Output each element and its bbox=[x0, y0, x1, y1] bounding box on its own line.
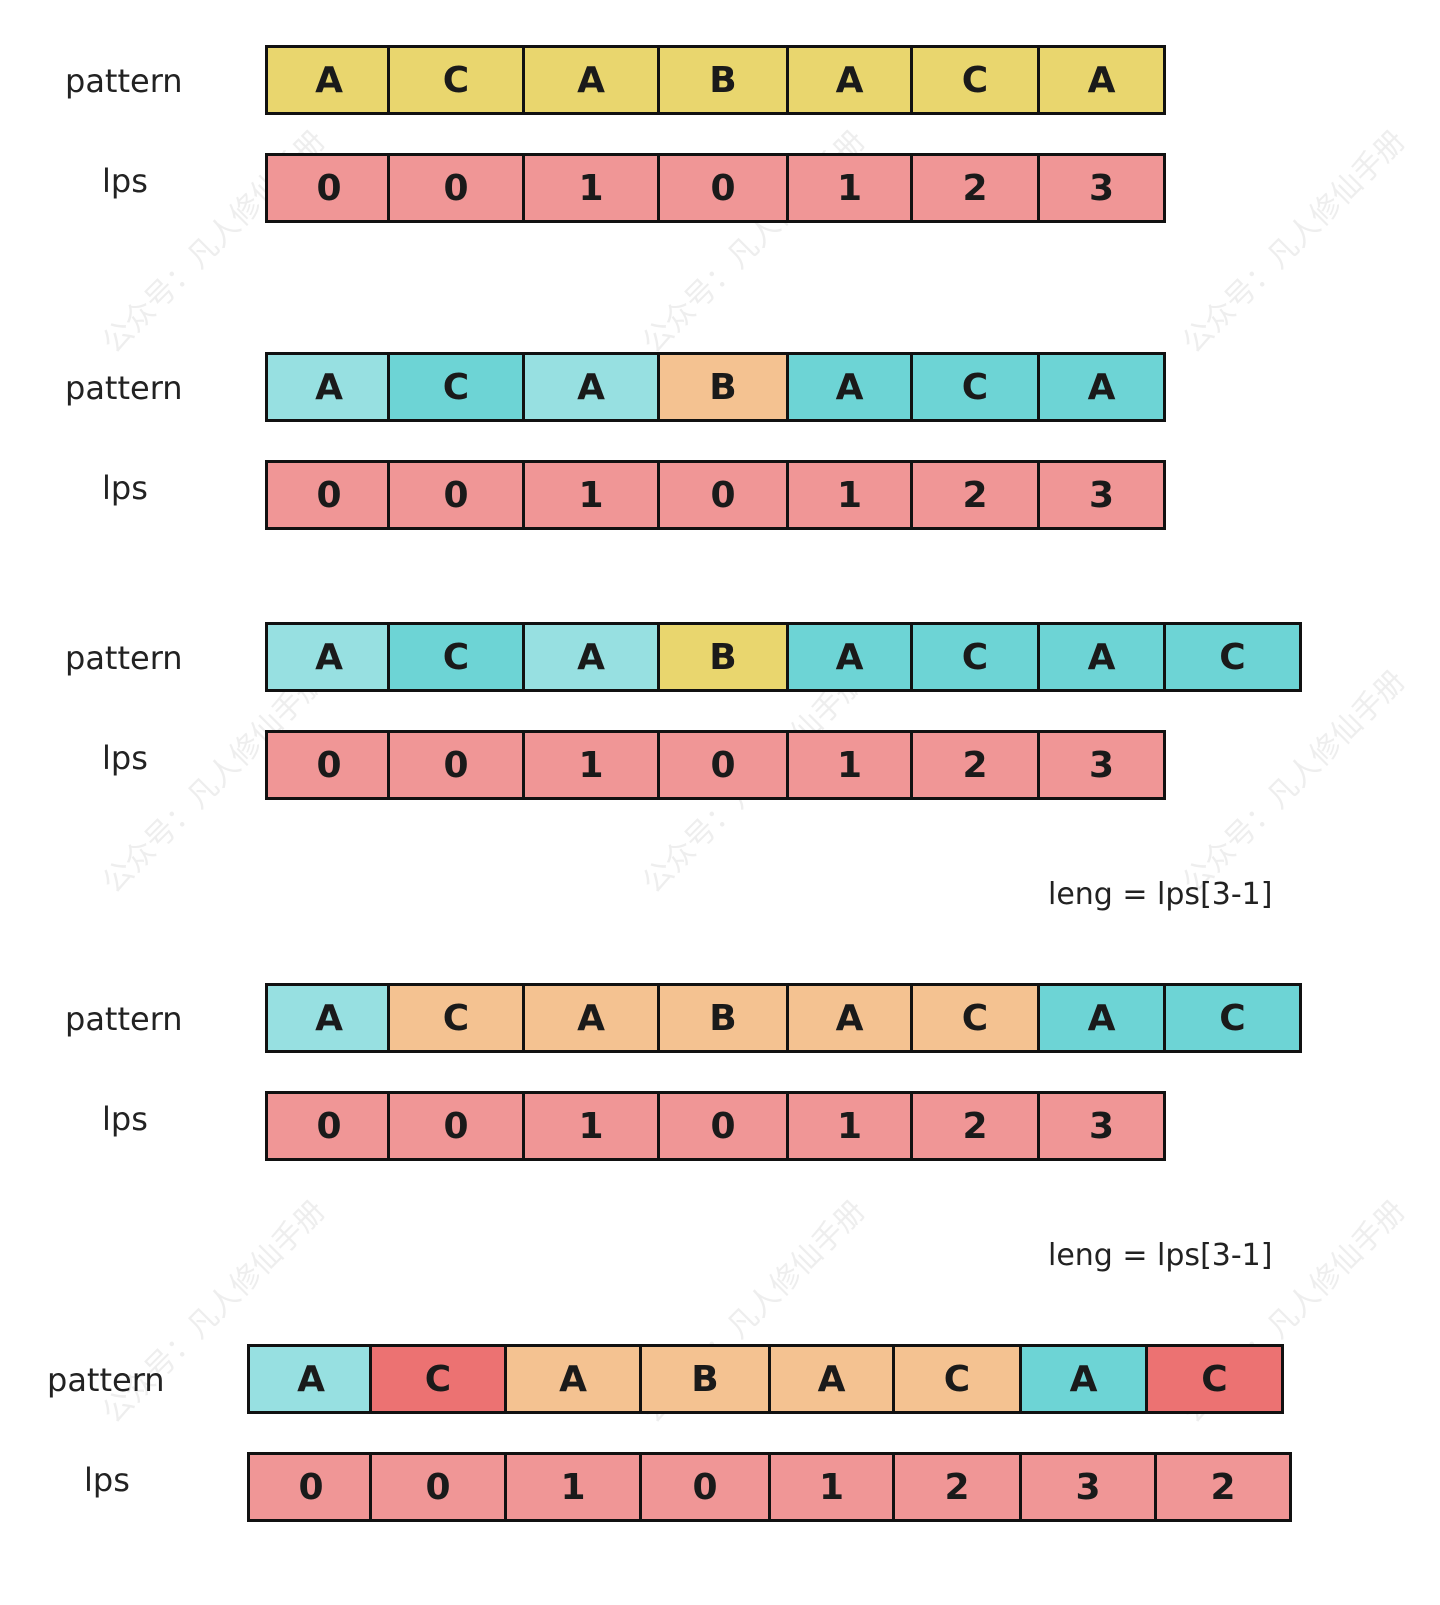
pattern-row-cell: A bbox=[522, 983, 660, 1053]
leng-annotation: leng = lps[3-1] bbox=[1048, 877, 1273, 912]
pattern-label: pattern bbox=[47, 1361, 165, 1399]
lps-row-cell: 1 bbox=[522, 153, 660, 223]
pattern-row-cell: C bbox=[369, 1344, 507, 1414]
pattern-row-cell: A bbox=[522, 45, 660, 115]
pattern-row-cell: C bbox=[387, 45, 525, 115]
lps-row-cell: 0 bbox=[657, 153, 789, 223]
lps-row-cell: 2 bbox=[910, 153, 1040, 223]
lps-row-cell: 1 bbox=[786, 460, 913, 530]
lps-row-cell: 1 bbox=[522, 1091, 660, 1161]
lps-label: lps bbox=[102, 1100, 148, 1138]
lps-row-cell: 0 bbox=[387, 730, 525, 800]
lps-row-cell: 1 bbox=[768, 1452, 895, 1522]
lps-row-cell: 0 bbox=[387, 1091, 525, 1161]
pattern-row-cell: A bbox=[265, 983, 393, 1053]
pattern-row-cell: A bbox=[522, 352, 660, 422]
lps-row-cell: 1 bbox=[504, 1452, 642, 1522]
pattern-row-cell: A bbox=[1037, 622, 1166, 692]
lps-row-cell: 0 bbox=[265, 153, 393, 223]
pattern-row-cell: B bbox=[639, 1344, 771, 1414]
pattern-label: pattern bbox=[65, 639, 183, 677]
pattern-row-cell: B bbox=[657, 352, 789, 422]
pattern-row-cell: A bbox=[265, 45, 393, 115]
lps-row-cell: 2 bbox=[892, 1452, 1022, 1522]
pattern-row-cell: C bbox=[387, 983, 525, 1053]
lps-label: lps bbox=[102, 739, 148, 777]
pattern-row-cell: A bbox=[1037, 45, 1166, 115]
lps-label: lps bbox=[102, 162, 148, 200]
lps-row-cell: 0 bbox=[657, 460, 789, 530]
pattern-row-cell: A bbox=[1019, 1344, 1148, 1414]
pattern-row-cell: A bbox=[786, 45, 913, 115]
lps-row-cell: 3 bbox=[1019, 1452, 1157, 1522]
lps-row-cell: 3 bbox=[1037, 460, 1166, 530]
pattern-row-cell: A bbox=[504, 1344, 642, 1414]
pattern-row-cell: A bbox=[786, 352, 913, 422]
pattern-row-cell: B bbox=[657, 622, 789, 692]
pattern-row-cell: B bbox=[657, 45, 789, 115]
pattern-row-cell: A bbox=[265, 622, 393, 692]
lps-row-cell: 1 bbox=[786, 730, 913, 800]
pattern-row-cell: A bbox=[768, 1344, 895, 1414]
pattern-row-cell: C bbox=[910, 352, 1040, 422]
pattern-row-cell: A bbox=[786, 983, 913, 1053]
lps-row-cell: 3 bbox=[1037, 1091, 1166, 1161]
lps-row-cell: 0 bbox=[387, 153, 525, 223]
pattern-row-cell: A bbox=[265, 352, 393, 422]
pattern-row-cell: A bbox=[786, 622, 913, 692]
lps-row-cell: 1 bbox=[786, 153, 913, 223]
lps-row-cell: 3 bbox=[1037, 153, 1166, 223]
pattern-row-cell: C bbox=[892, 1344, 1022, 1414]
pattern-label: pattern bbox=[65, 1000, 183, 1038]
lps-row-cell: 2 bbox=[1154, 1452, 1292, 1522]
lps-row-cell: 0 bbox=[639, 1452, 771, 1522]
pattern-label: pattern bbox=[65, 62, 183, 100]
lps-row-cell: 1 bbox=[522, 460, 660, 530]
pattern-row-cell: C bbox=[1163, 983, 1302, 1053]
lps-label: lps bbox=[102, 469, 148, 507]
lps-row-cell: 0 bbox=[387, 460, 525, 530]
pattern-row-cell: A bbox=[522, 622, 660, 692]
leng-annotation: leng = lps[3-1] bbox=[1048, 1238, 1273, 1273]
watermark-text: 公众号：凡人修仙手册 bbox=[1175, 123, 1413, 361]
pattern-row-cell: C bbox=[910, 983, 1040, 1053]
lps-row-cell: 0 bbox=[657, 1091, 789, 1161]
pattern-row-cell: C bbox=[910, 622, 1040, 692]
watermark-text: 公众号：凡人修仙手册 bbox=[1175, 663, 1413, 901]
lps-row-cell: 2 bbox=[910, 730, 1040, 800]
lps-row-cell: 0 bbox=[369, 1452, 507, 1522]
lps-row-cell: 2 bbox=[910, 460, 1040, 530]
lps-row-cell: 0 bbox=[265, 1091, 393, 1161]
pattern-row-cell: C bbox=[910, 45, 1040, 115]
lps-row-cell: 1 bbox=[786, 1091, 913, 1161]
pattern-row-cell: C bbox=[387, 352, 525, 422]
pattern-row-cell: C bbox=[387, 622, 525, 692]
pattern-row-cell: A bbox=[1037, 352, 1166, 422]
pattern-label: pattern bbox=[65, 369, 183, 407]
lps-row-cell: 3 bbox=[1037, 730, 1166, 800]
lps-label: lps bbox=[84, 1461, 130, 1499]
pattern-row-cell: C bbox=[1145, 1344, 1284, 1414]
pattern-row-cell: A bbox=[1037, 983, 1166, 1053]
lps-row-cell: 2 bbox=[910, 1091, 1040, 1161]
lps-row-cell: 0 bbox=[265, 730, 393, 800]
lps-row-cell: 0 bbox=[657, 730, 789, 800]
lps-row-cell: 0 bbox=[265, 460, 393, 530]
lps-row-cell: 1 bbox=[522, 730, 660, 800]
pattern-row-cell: A bbox=[247, 1344, 375, 1414]
pattern-row-cell: B bbox=[657, 983, 789, 1053]
pattern-row-cell: C bbox=[1163, 622, 1302, 692]
lps-row-cell: 0 bbox=[247, 1452, 375, 1522]
